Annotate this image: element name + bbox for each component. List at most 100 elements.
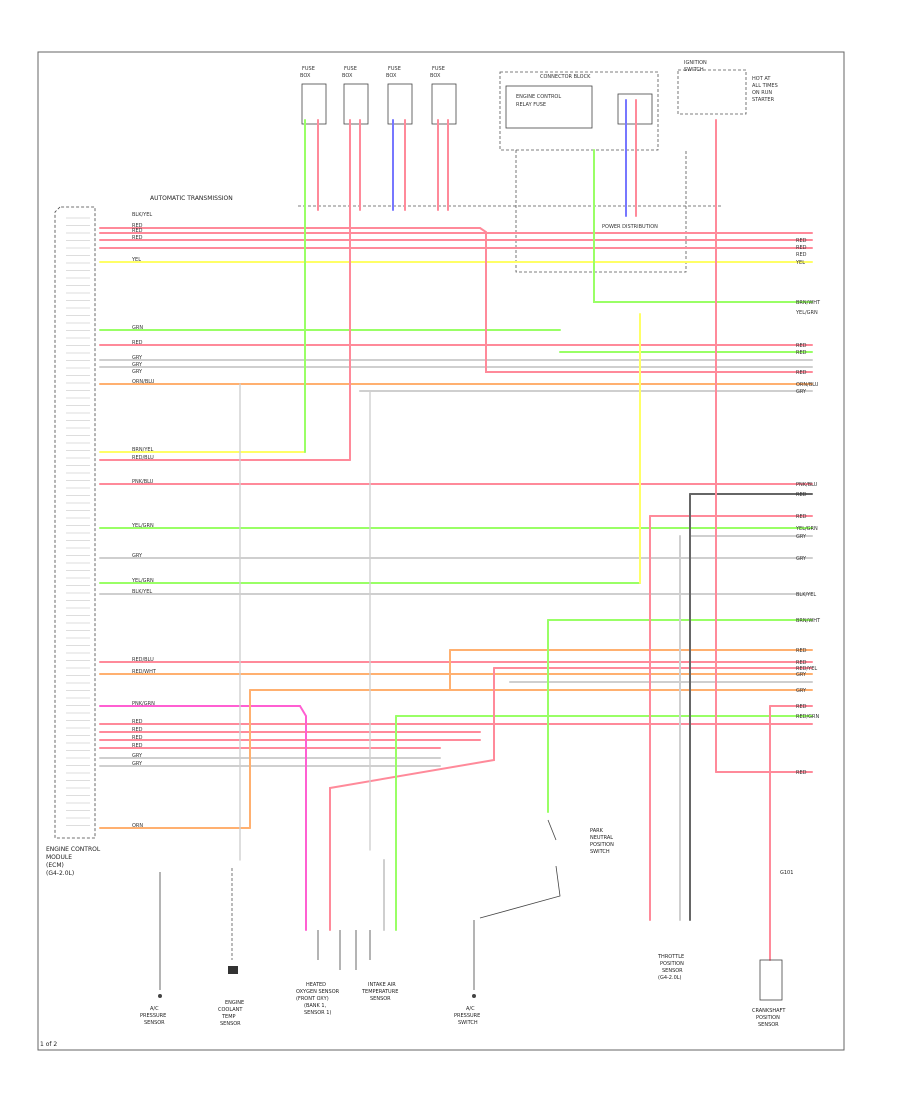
- ignition-note-3: ON RUN: [752, 90, 772, 96]
- fuse-box-1: FUSE BOX: [300, 66, 327, 125]
- right-wire-label: PNK/BLU: [796, 482, 818, 488]
- right-wire-label: GRY: [796, 534, 807, 540]
- routed-wire-2: [593, 149, 813, 303]
- right-wire-label: RED: [796, 660, 807, 666]
- right-wire-label: GRY: [796, 556, 807, 562]
- coolant-sensor-line-4: SENSOR: [220, 1021, 241, 1027]
- right-wire-label: RED: [796, 770, 807, 776]
- left-wire-label: RED: [132, 735, 143, 741]
- central-connector-box: CONNECTOR BLOCK ENGINE CONTROL RELAY FUS…: [499, 71, 687, 273]
- ac-pressure-switch: A/C PRESSURE SWITCH: [454, 920, 480, 1026]
- o2-wire: [329, 667, 495, 931]
- pnp-line-1: PARK: [590, 828, 604, 834]
- iat-sensor-line-3: SENSOR: [370, 996, 391, 1002]
- fuse-box-3-line-2: BOX: [386, 73, 397, 79]
- park-neutral-switch: PARK NEUTRAL POSITION SWITCH: [479, 819, 614, 919]
- pnp-line-4: SWITCH: [590, 849, 610, 855]
- right-wire-label: YEL/GRN: [795, 310, 818, 316]
- left-wire-label: GRN: [132, 325, 143, 331]
- o2-sensor-line-3: (FRONT OXY): [296, 996, 329, 1002]
- iat-sensor-line-2: TEMPERATURE: [361, 989, 398, 995]
- throttle-position-sensor: THROTTLE POSITION SENSOR (G4-2.0L): [657, 954, 684, 981]
- ecm-name-line-1: ENGINE CONTROL: [46, 846, 101, 853]
- iat-sensor-line-1: INTAKE AIR: [368, 982, 396, 988]
- left-wire-label: GRY: [132, 553, 143, 559]
- routed-wire-1: [479, 227, 813, 373]
- right-wire-label: RED/GRN: [796, 714, 820, 720]
- left-wire-label: RED: [132, 223, 143, 229]
- ac-pressure-sensor: A/C PRESSURE SENSOR: [140, 872, 166, 1026]
- left-wire-label: RED: [132, 235, 143, 241]
- left-wire-label: PNK/GRN: [132, 701, 155, 707]
- coolant-temp-sensor: ENGINE COOLANT TEMP SENSOR: [218, 868, 244, 1027]
- left-wire-label: PNK/BLU: [132, 479, 154, 485]
- left-wire-label: GRY: [132, 753, 143, 759]
- fuse-box-2: FUSE BOX: [342, 66, 369, 125]
- ground-label: G101: [780, 870, 793, 876]
- heated-oxygen-sensor: HEATED OXYGEN SENSOR (FRONT OXY) (BANK 1…: [296, 930, 357, 1016]
- ignition-note-4: STARTER: [752, 97, 775, 103]
- left-wire-label: ORN/BLU: [132, 379, 155, 385]
- ckp-line-3: SENSOR: [758, 1022, 779, 1028]
- left-wire-label: BLK/YEL: [132, 212, 152, 218]
- right-wire-label: RED: [796, 238, 807, 244]
- ecm-block: AUTOMATIC TRANSMISSION ENGINE CONTROL MO…: [46, 195, 233, 877]
- ecm-name-line-4: (G4-2.0L): [46, 870, 74, 877]
- intake-air-temp-sensor: INTAKE AIR TEMPERATURE SENSOR: [361, 930, 398, 1002]
- left-wire-label: GRY: [132, 355, 143, 361]
- o2-sensor-line-4: (BANK 1,: [304, 1003, 327, 1009]
- ignition-switch-block: IGNITION SWITCH HOT AT ALL TIMES ON RUN …: [677, 60, 778, 115]
- right-wire-label: RED: [796, 648, 807, 654]
- coolant-sensor-line-2: COOLANT: [218, 1007, 243, 1013]
- left-wire-label: GRY: [132, 369, 143, 375]
- left-wire-label: RED: [132, 340, 143, 346]
- ecm-name-line-2: MODULE: [46, 854, 72, 861]
- ckp-line-2: POSITION: [756, 1015, 780, 1021]
- wire-group: [99, 99, 813, 961]
- left-wire-label: RED: [132, 719, 143, 725]
- fuse-box-2-line-1: FUSE: [344, 66, 357, 72]
- fuse-box-3: FUSE BOX: [386, 66, 413, 125]
- right-wire-label: YEL/GRN: [795, 526, 818, 532]
- left-label-group: BLK/YELREDREDREDYELGRNREDGRYGRYGRYORN/BL…: [131, 212, 157, 829]
- coolant-sensor-line-3: TEMP: [221, 1014, 236, 1020]
- left-wire-label: BRN/YEL: [132, 447, 154, 453]
- left-wire-label: RED/BLU: [132, 455, 154, 461]
- left-wire-label: RED/WHT: [132, 669, 157, 675]
- left-wire-label: GRY: [132, 362, 143, 368]
- right-wire-label: RED: [796, 704, 807, 710]
- crankshaft-position-sensor: CRANKSHAFT POSITION SENSOR: [752, 959, 786, 1028]
- right-wire-label: GRY: [796, 672, 807, 678]
- ecm-name-line-3: (ECM): [46, 862, 64, 869]
- fuse-box-1-line-2: BOX: [300, 73, 311, 79]
- tps-line-3: SENSOR: [662, 968, 683, 974]
- right-wire-label: RED: [796, 370, 807, 376]
- ecm-pin-header: AUTOMATIC TRANSMISSION: [150, 195, 233, 202]
- right-wire-label: GRY: [796, 389, 807, 395]
- central-box-line-1: ENGINE CONTROL: [516, 94, 561, 100]
- ac-pressure-sensor-line-2: PRESSURE: [140, 1013, 166, 1019]
- right-wire-label: GRY: [796, 688, 807, 694]
- right-wire-label: BLK/YEL: [796, 592, 816, 598]
- central-box-title: CONNECTOR BLOCK: [540, 74, 591, 80]
- ignition-line-2: SWITCH: [684, 67, 704, 73]
- central-box-line-2: RELAY FUSE: [516, 102, 546, 108]
- ignition-note-1: HOT AT: [752, 76, 771, 82]
- right-wire-label: RED: [796, 492, 807, 498]
- left-wire-label: BLK/YEL: [132, 589, 152, 595]
- right-wire-label: BRN/WHT: [796, 618, 821, 624]
- right-wire-label: ORN/BLU: [796, 382, 819, 388]
- ac-switch-line-1: A/C: [466, 1006, 475, 1012]
- left-wire-label: YEL: [131, 257, 141, 263]
- left-wire-label: YEL/GRN: [131, 578, 154, 584]
- ac-pressure-sensor-line-1: A/C: [150, 1006, 159, 1012]
- right-wire-label: YEL: [795, 260, 805, 266]
- page-label: 1 of 2: [40, 1041, 57, 1048]
- coolant-sensor-line-1: ENGINE: [225, 1000, 244, 1006]
- left-wire-label: RED/BLU: [132, 657, 154, 663]
- left-wire-label: RED: [132, 727, 143, 733]
- right-wire-label: RED: [796, 252, 807, 258]
- tps-line-2: POSITION: [660, 961, 684, 967]
- right-wire-label: RED: [796, 350, 807, 356]
- fuse-box-1-line-1: FUSE: [302, 66, 315, 72]
